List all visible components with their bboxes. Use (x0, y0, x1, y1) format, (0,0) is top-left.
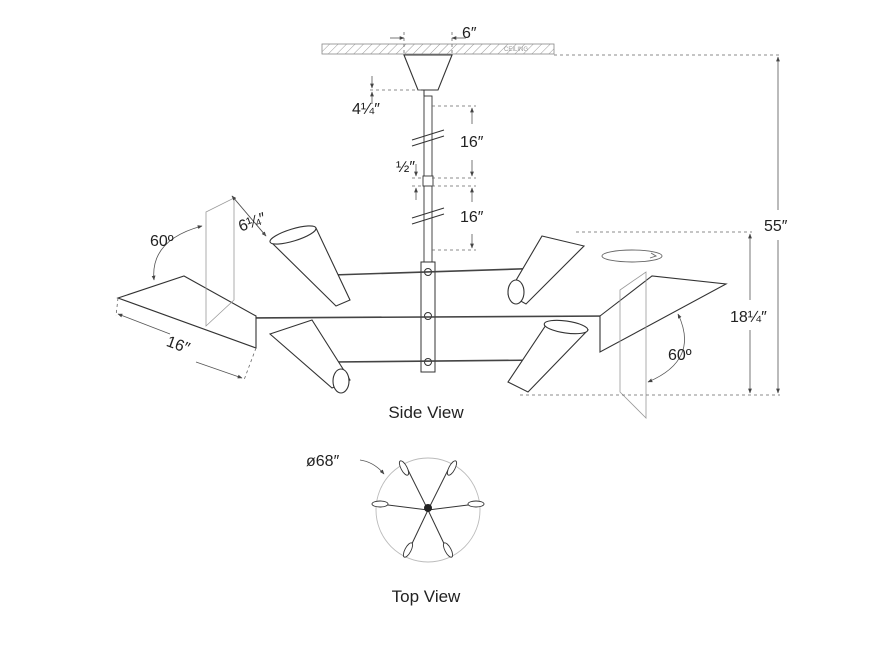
canopy-and-stem (403, 54, 453, 373)
top-arm-1 (405, 465, 429, 511)
dim-overall-label: 55″ (764, 218, 788, 235)
dim-gap-label: ½″ (396, 159, 415, 176)
top-shade-5 (402, 542, 414, 558)
top-shade-3 (371, 500, 389, 508)
top-view-hub (424, 504, 432, 512)
shade-far-right (599, 275, 728, 353)
top-arm-2 (427, 465, 451, 511)
shade-lower-left-end (332, 368, 350, 394)
shade-upper-right (507, 235, 586, 305)
dim-body-label: 18¼″ (730, 309, 767, 326)
shade-upper-right-end (507, 279, 525, 305)
dim-diameter-label: ø68″ (306, 453, 340, 470)
arm-lower (331, 359, 549, 363)
dim-arm-label: 16″ (164, 333, 192, 357)
dim-arm-arrow-right (195, 361, 243, 379)
top-view-caption: Top View (392, 587, 461, 606)
ceiling: CEILING (321, 43, 555, 55)
shade-lower-right-mouth (543, 319, 589, 335)
hub-lower (424, 358, 432, 366)
ceiling-tag: CEILING (504, 47, 528, 53)
stem-coupler (422, 175, 434, 187)
top-shade-2 (446, 460, 458, 476)
dim-arm-arrow-left (117, 313, 171, 335)
dim-shade-width-label: 6¼″ (236, 210, 268, 236)
shade-lower-left (268, 319, 351, 389)
plane-left (205, 197, 235, 327)
top-shade-6 (442, 542, 454, 558)
dim-canopy-label: 4¼″ (352, 101, 380, 118)
arm-middle (239, 315, 613, 319)
shade-upper-left-mouth (269, 225, 317, 245)
break-mark-lower (411, 207, 445, 225)
dim-left-angle-label: 60º (150, 233, 174, 250)
angle-arc-right (647, 313, 685, 383)
shade-far-left (116, 275, 257, 349)
dimensions: 6″ 4¼″ 16″ ½″ 16″ 55″ 18¼″ (115, 25, 788, 396)
top-view: ø68″ (306, 453, 485, 563)
dim-stem-lower-label: 16″ (460, 209, 484, 226)
dim-arm-ext-right (243, 347, 257, 381)
dim-shade-width-arrow-back (231, 195, 267, 237)
canopy (403, 54, 453, 91)
angle-arc-left (151, 225, 203, 281)
top-view-diameter-circle (375, 457, 481, 563)
hub-middle (424, 312, 432, 320)
rotation-arrow (649, 252, 658, 259)
dim-arm-ext-left (115, 297, 119, 317)
dim-stem-upper-label: 16″ (460, 134, 484, 151)
diameter-leader (359, 459, 385, 475)
top-shade-4 (467, 500, 485, 508)
break-mark-upper (411, 129, 445, 147)
dim-ceiling-plate-label: 6″ (462, 25, 477, 42)
arm-upper (331, 267, 549, 276)
top-shade-1 (398, 460, 410, 476)
rotation-indicator (601, 249, 663, 263)
plane-right (619, 271, 647, 419)
top-view-shades (371, 460, 485, 558)
dim-right-angle-label: 60º (668, 347, 692, 364)
rotation-planes (205, 197, 647, 419)
ceiling-hatch (321, 43, 555, 55)
side-view-caption: Side View (388, 403, 464, 422)
arms (239, 267, 613, 363)
